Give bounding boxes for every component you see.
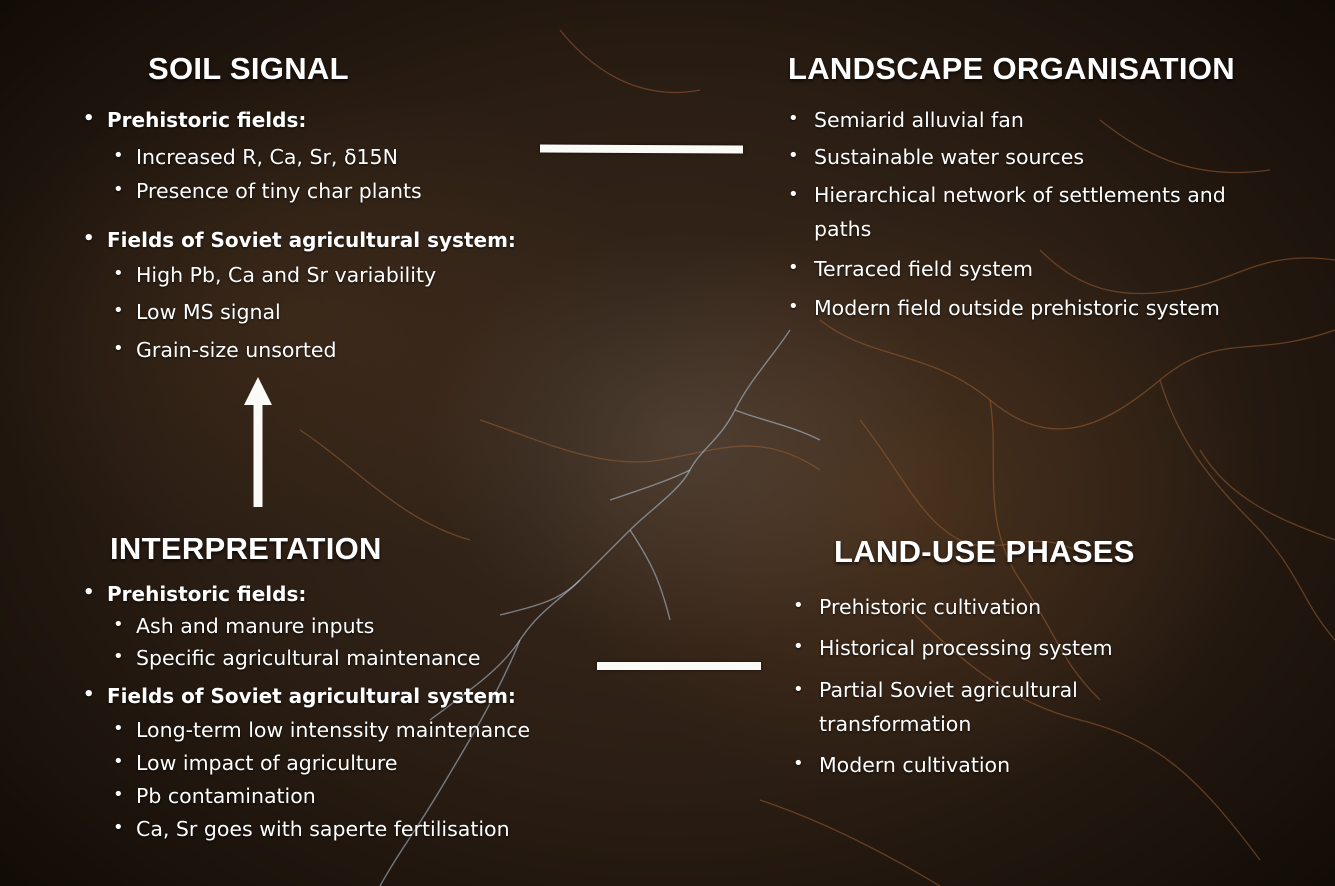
crack-line bbox=[734, 409, 821, 441]
crack-line bbox=[1099, 119, 1271, 174]
interpretation-title: INTERPRETATION bbox=[110, 531, 382, 566]
crack-line bbox=[629, 529, 671, 621]
up-arrow-icon bbox=[244, 377, 272, 507]
crack-line bbox=[299, 429, 471, 541]
crack-line bbox=[899, 599, 1261, 861]
crack-line bbox=[499, 579, 581, 616]
landscape-organisation-section: LANDSCAPE ORGANISATION • Semiarid alluvi… bbox=[788, 51, 1235, 320]
crack-line bbox=[1159, 379, 1335, 641]
interpretation-section: INTERPRETATION • Prehistoric fields: • A… bbox=[83, 531, 531, 841]
soil-signal-title: SOIL SIGNAL bbox=[148, 51, 349, 86]
crack-line bbox=[479, 419, 821, 471]
land-use-phases-title: LAND-USE PHASES bbox=[834, 534, 1135, 569]
crack-line bbox=[1039, 249, 1335, 295]
crack-line bbox=[379, 639, 521, 886]
crack-line bbox=[989, 399, 1101, 701]
crack-line bbox=[759, 799, 941, 886]
crack-line bbox=[609, 469, 691, 501]
landscape-organisation-title: LANDSCAPE ORGANISATION bbox=[788, 51, 1235, 86]
crack-line bbox=[1199, 449, 1335, 541]
crack-line bbox=[859, 419, 1091, 561]
soil-signal-section: SOIL SIGNAL • Prehistoric fields: • Incr… bbox=[83, 51, 516, 362]
bottom-connector-line bbox=[597, 662, 761, 670]
top-connector-line bbox=[540, 144, 743, 154]
crack-line bbox=[819, 319, 1335, 430]
land-use-phases-section: LAND-USE PHASES • Prehistoric cultivatio… bbox=[793, 534, 1135, 777]
crack-line bbox=[559, 29, 701, 94]
